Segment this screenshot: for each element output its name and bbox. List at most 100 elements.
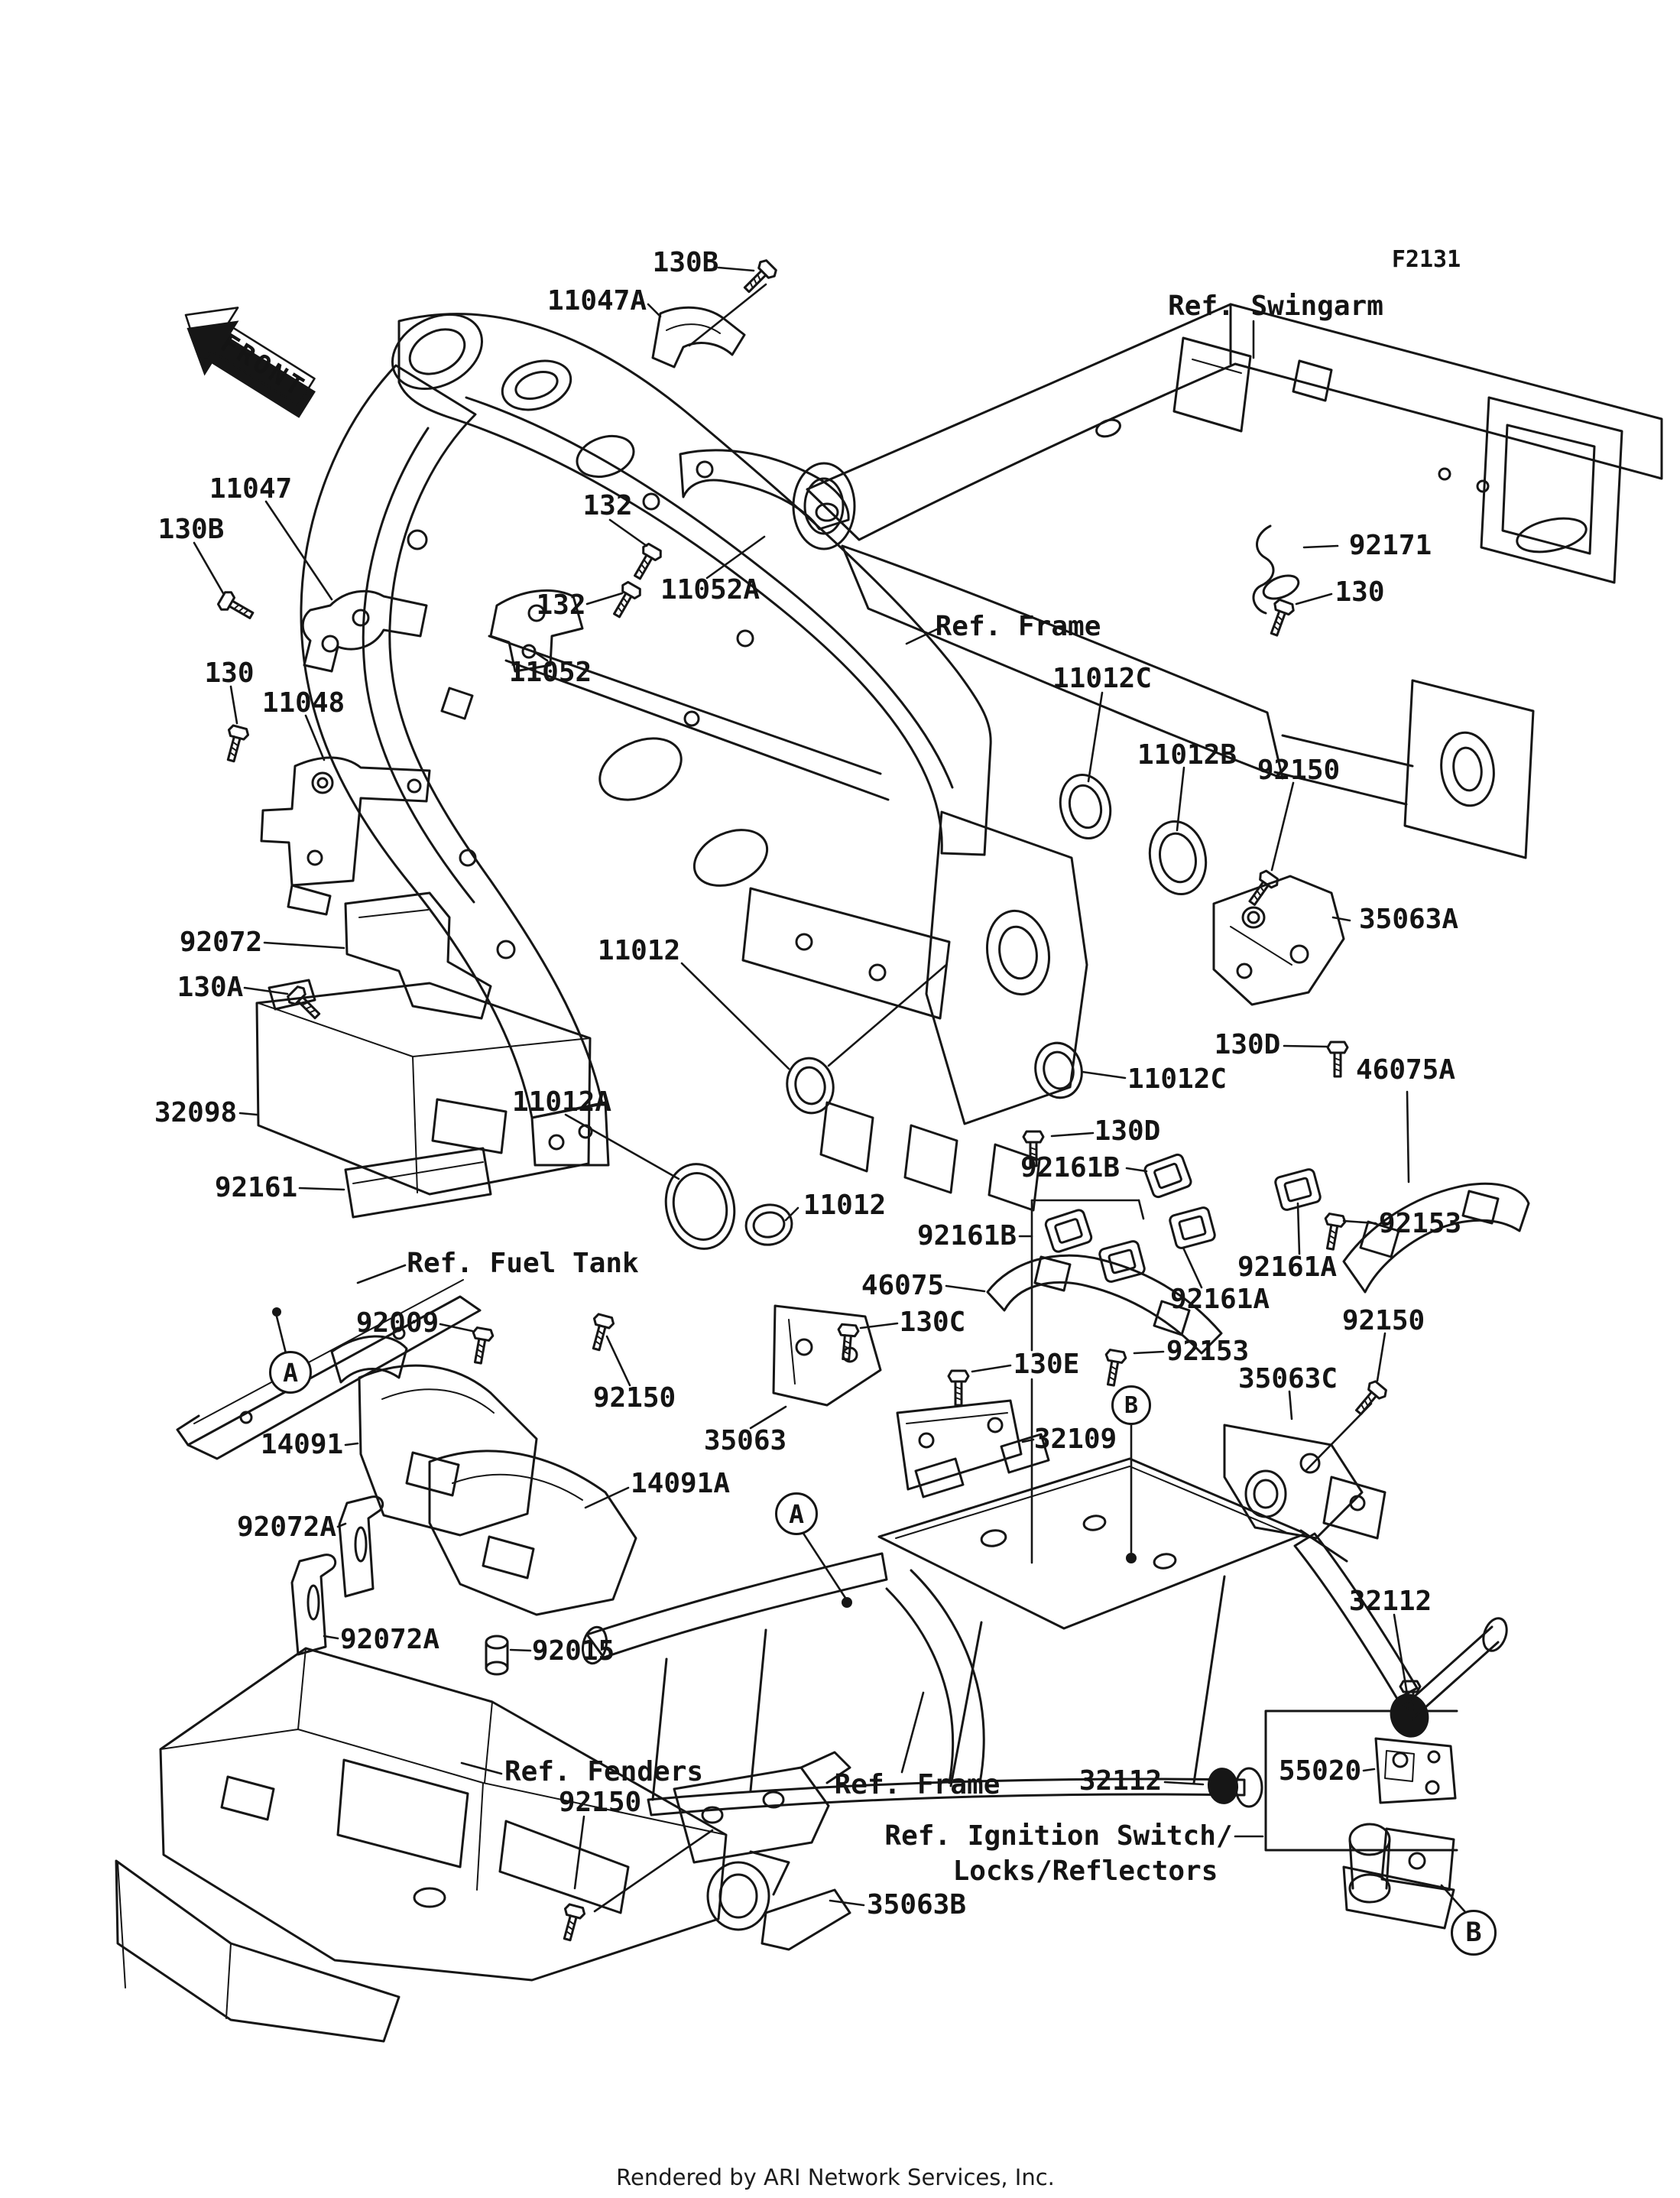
label-46075: 46075 — [861, 1270, 945, 1301]
label-92153-2: 92153 — [1166, 1336, 1250, 1367]
leader-line — [971, 1364, 1012, 1373]
label-11048: 11048 — [261, 687, 345, 719]
leader-line — [1182, 1246, 1203, 1289]
label-35063: 35063 — [703, 1425, 787, 1456]
label-32112-2: 32112 — [1078, 1765, 1163, 1797]
label-92072: 92072 — [179, 927, 263, 958]
leader-end-dot — [272, 1307, 281, 1317]
label-92161b-2: 92161B — [916, 1220, 1017, 1252]
label-11012-1: 11012 — [597, 935, 681, 966]
leader-line — [1302, 544, 1339, 549]
leader-line — [1342, 1219, 1377, 1225]
leader-line — [238, 1112, 258, 1116]
leader-line — [680, 962, 790, 1070]
label-ref-ignition: Ref. Ignition Switch/ — [884, 1820, 1233, 1852]
label-130b-1: 130B — [652, 247, 719, 278]
footer-credit: Rendered by ARI Network Services, Inc. — [616, 2164, 1055, 2190]
callout-a-2: A — [775, 1492, 818, 1535]
leader-line — [1393, 1613, 1409, 1700]
leader-line — [1288, 1390, 1293, 1420]
label-11012b: 11012B — [1137, 739, 1237, 771]
leader-line — [243, 986, 289, 995]
label-locks-reflectors: Locks/Reflectors — [952, 1855, 1218, 1887]
label-55020: 55020 — [1278, 1755, 1362, 1787]
leader-line — [717, 266, 755, 272]
callout-b-1: B — [1111, 1385, 1151, 1425]
label-ref-fuel-tank: Ref. Fuel Tank — [407, 1248, 639, 1279]
leader-line — [688, 283, 767, 347]
label-92161a-2: 92161A — [1169, 1284, 1270, 1315]
battery-box-sketch — [115, 1647, 728, 2043]
leader-line — [905, 627, 940, 645]
leader-line — [1376, 1332, 1386, 1382]
label-ref-frame-1: Ref. Frame — [935, 611, 1101, 642]
main-frame-sketch — [300, 313, 1088, 1212]
label-92072a-2: 92072A — [339, 1624, 440, 1655]
leader-line — [1283, 1044, 1328, 1048]
leader-line — [336, 1522, 347, 1528]
callout-a-1: A — [269, 1351, 312, 1394]
leader-line — [945, 1284, 986, 1293]
label-11047a: 11047A — [546, 285, 647, 317]
leader-line — [564, 1113, 680, 1180]
leader-line — [264, 500, 333, 601]
leader-line — [585, 592, 624, 606]
label-ref-fenders: Ref. Fenders — [504, 1756, 704, 1787]
electrical-tray-sketch — [176, 891, 592, 1460]
leader-line — [1087, 691, 1104, 783]
leader-line — [1295, 593, 1333, 606]
label-130c: 130C — [899, 1307, 966, 1338]
leader-line — [1406, 1090, 1410, 1183]
label-14091: 14091 — [260, 1429, 344, 1460]
label-130e: 130E — [1013, 1349, 1080, 1380]
leader-line — [584, 1486, 630, 1509]
label-130d-2: 130D — [1094, 1115, 1161, 1147]
label-35063b: 35063B — [866, 1889, 967, 1920]
leader-line — [1050, 1131, 1095, 1138]
label-92072a-1: 92072A — [236, 1511, 337, 1543]
label-11012a: 11012A — [511, 1086, 612, 1118]
leader-line — [829, 1899, 865, 1907]
label-92150-4: 92150 — [558, 1787, 642, 1818]
label-ref-frame-2: Ref. Frame — [834, 1769, 1001, 1800]
leader-line — [263, 941, 345, 950]
leader-line — [1137, 1199, 1145, 1220]
leader-line — [1362, 1768, 1376, 1772]
leader-line — [193, 541, 225, 595]
leader-line — [304, 714, 326, 761]
leader-line — [298, 1187, 345, 1191]
label-32098: 32098 — [154, 1097, 238, 1128]
grommet-rings-sketch — [664, 774, 1208, 1250]
label-130b-2: 130B — [157, 514, 225, 545]
label-92171: 92171 — [1348, 530, 1432, 561]
leader-line — [1163, 1781, 1205, 1786]
label-92150-1: 92150 — [1257, 755, 1341, 786]
label-130-1: 130 — [204, 657, 255, 689]
label-32112-1: 32112 — [1348, 1586, 1432, 1617]
leader-line — [509, 1648, 532, 1652]
leader-line — [784, 1206, 799, 1222]
label-11012c-1: 11012C — [1052, 663, 1153, 694]
leader-line — [1081, 1070, 1127, 1080]
leader-end-dot — [842, 1597, 852, 1608]
leader-line — [1133, 1350, 1165, 1355]
label-32109: 32109 — [1033, 1424, 1117, 1455]
leader-line — [1304, 1402, 1373, 1472]
label-11047: 11047 — [209, 473, 293, 505]
leader-line — [900, 1691, 925, 1774]
leader-line — [532, 650, 549, 662]
label-11012c-2: 11012C — [1127, 1063, 1228, 1095]
grab-handles-sketch — [986, 1151, 1530, 1355]
label-92150-3: 92150 — [1341, 1305, 1425, 1336]
leader-line — [593, 1829, 714, 1913]
label-92009: 92009 — [355, 1307, 439, 1339]
label-11052: 11052 — [508, 657, 592, 688]
leader-end-dot — [1126, 1553, 1137, 1563]
label-92161a-1: 92161A — [1237, 1252, 1338, 1283]
leader-line — [356, 1264, 407, 1284]
label-92161b-1: 92161B — [1020, 1152, 1121, 1183]
label-130a: 130A — [177, 972, 244, 1003]
